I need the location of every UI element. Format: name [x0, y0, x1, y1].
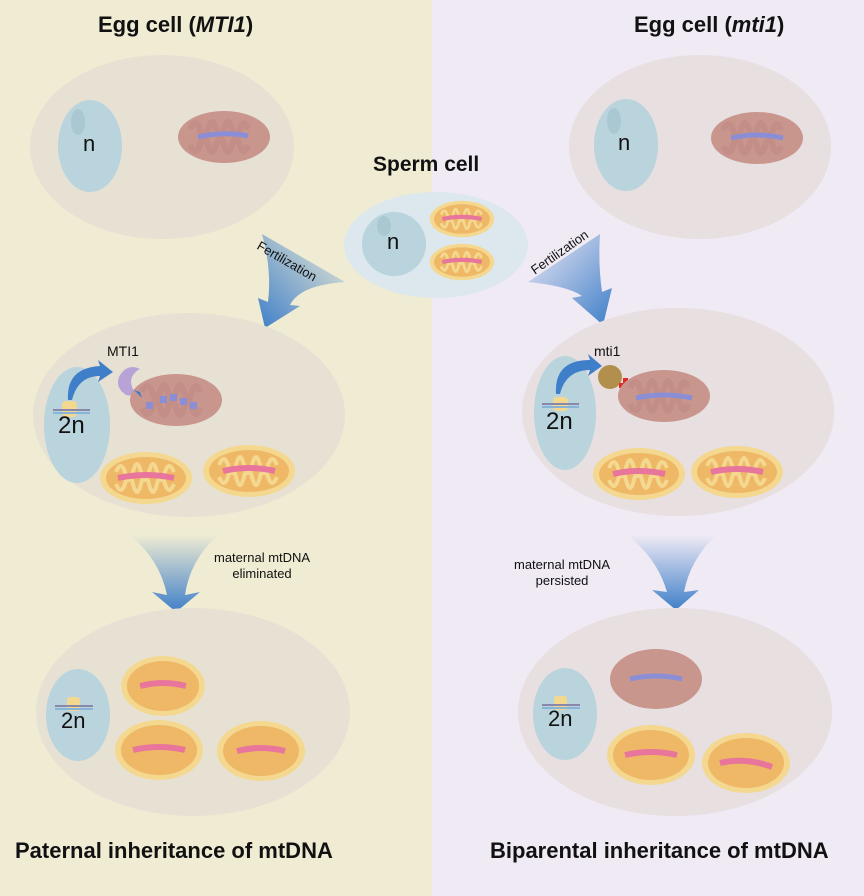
- egg-nucleus-label: n: [83, 131, 96, 156]
- paternal-mitochondrion: [689, 444, 785, 500]
- degraded-mtdna-fragments: [146, 394, 197, 409]
- paternal-mitochondrion: [115, 720, 203, 780]
- paternal-mitochondrion: [201, 443, 297, 499]
- protein-label-wildtype: MTI1: [107, 343, 139, 359]
- embryo-biparental-inheritance: [518, 608, 832, 816]
- elimination-arrow: [130, 535, 218, 612]
- egg-cell-wildtype: [30, 55, 294, 239]
- zygote-ploidy-label: 2n: [58, 412, 85, 439]
- maternal-mitochondrion: [711, 112, 803, 164]
- title-suffix: ): [245, 12, 254, 37]
- sperm-cell-title: Sperm cell: [373, 153, 480, 176]
- embryo-nucleus: [46, 669, 110, 761]
- zygote-nucleus: [534, 356, 596, 470]
- zygote-ploidy-label: 2n: [546, 408, 573, 435]
- paternal-mitochondrion: [217, 721, 305, 781]
- label-line: eliminated: [232, 566, 292, 581]
- embryo-nucleus: [533, 668, 597, 760]
- label-line: maternal mtDNA: [514, 557, 611, 572]
- protein-label-mutant: mti1: [594, 343, 621, 359]
- paternal-mitochondrion: [98, 450, 194, 506]
- fertilization-arrow-right: [528, 234, 612, 325]
- zygote-mutant: [522, 308, 834, 516]
- embryo-paternal-inheritance: [36, 608, 350, 816]
- label-line: persisted: [535, 573, 589, 588]
- paternal-mitochondrion: [607, 725, 695, 785]
- maternal-mitochondrion: [130, 374, 222, 426]
- sperm-cell: [344, 192, 528, 298]
- maternal-mtdna: [197, 131, 249, 140]
- zygote-wildtype: [33, 313, 345, 517]
- embryo-ploidy-label: 2n: [61, 708, 86, 733]
- maternal-mitochondrion: [610, 649, 702, 709]
- mti1-mutant-protein: [598, 365, 622, 389]
- title-prefix: Egg cell (: [98, 12, 196, 37]
- paternal-mitochondrion: [121, 656, 205, 716]
- egg-cell-mutant: [569, 55, 831, 239]
- title-prefix: Egg cell (: [634, 12, 732, 37]
- label-line: maternal mtDNA: [214, 550, 311, 565]
- gene-name: MTI1: [195, 12, 246, 37]
- biparental-inheritance-title: Biparental inheritance of mtDNA: [490, 838, 829, 863]
- expression-arrow: [67, 360, 113, 400]
- paternal-inheritance-title: Paternal inheritance of mtDNA: [15, 838, 333, 863]
- egg-cell-wildtype-title: Egg cell (MTI1): [98, 12, 253, 38]
- paternal-mitochondrion: [591, 446, 687, 502]
- persistence-arrow: [628, 535, 716, 610]
- embryo-ploidy-label: 2n: [548, 706, 573, 731]
- maternal-mitochondrion: [178, 111, 270, 163]
- maternal-mtdna: [730, 132, 784, 141]
- gene-name: mti1: [731, 12, 778, 37]
- egg-nucleus: [58, 100, 122, 192]
- egg-cell-mutant-title: Egg cell (mti1): [634, 12, 784, 38]
- paternal-mitochondrion: [428, 199, 496, 239]
- expression-arrow: [555, 354, 602, 394]
- title-suffix: ): [777, 12, 785, 37]
- fertilization-arrow-left: [258, 234, 345, 328]
- egg-nucleus: [594, 99, 658, 191]
- sperm-nucleus-label: n: [387, 229, 400, 254]
- mti1-protein: [118, 367, 140, 396]
- egg-nucleus-label: n: [618, 130, 631, 155]
- maternal-mitochondrion: [618, 370, 710, 422]
- paternal-mitochondrion: [702, 733, 790, 793]
- zygote-nucleus: [44, 367, 110, 483]
- paternal-mitochondrion: [428, 242, 496, 282]
- maternal-mtdna: [635, 392, 693, 401]
